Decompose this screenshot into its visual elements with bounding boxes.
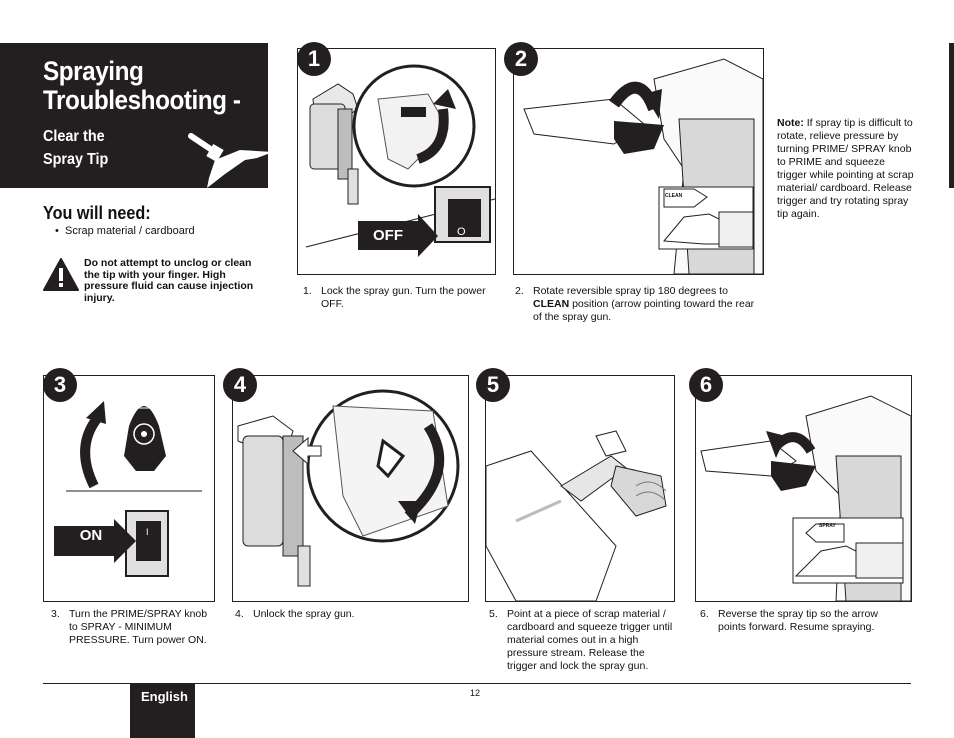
step-2-caption: 2. Rotate reversible spray tip 180 degre…	[515, 285, 755, 323]
spray-tip-illustration	[185, 130, 275, 190]
warning-text: Do not attempt to unclog or clean the ti…	[84, 257, 254, 304]
step-2-illustration	[513, 48, 764, 275]
step-6-number: 6	[689, 368, 723, 402]
step-3-illustration	[43, 375, 215, 602]
step-3-caption: 3. Turn the PRIME/SPRAY knob to SPRAY - …	[51, 608, 208, 646]
step-6-illustration	[695, 375, 912, 602]
step-6-caption: 6. Reverse the spray tip so the arrow po…	[700, 608, 878, 633]
switch-off-glyph: O	[457, 226, 466, 238]
needs-list-item: • Scrap material / cardboard	[55, 225, 195, 237]
page-subtitle: Clear the Spray Tip	[43, 128, 109, 168]
step-1-number: 1	[297, 42, 331, 76]
step-1-caption: 1. Lock the spray gun. Turn the power OF…	[303, 285, 486, 310]
step-2-number: 2	[504, 42, 538, 76]
power-on-label: ON	[79, 527, 103, 544]
needs-title: You will need:	[43, 203, 151, 223]
step-5-caption: 5. Point at a piece of scrap material / …	[489, 608, 673, 672]
step-5-illustration	[485, 375, 675, 602]
power-off-label: OFF	[373, 227, 403, 244]
step-4-caption: 4. Unlock the spray gun.	[235, 608, 355, 620]
page-number: 12	[470, 688, 481, 698]
tip-clean-label: CLEAN	[665, 193, 683, 199]
bullet: •	[55, 225, 59, 237]
switch-on-glyph: I	[146, 527, 149, 537]
side-tab-marker	[949, 43, 954, 188]
warning-icon	[43, 258, 79, 292]
step-5-number: 5	[476, 368, 510, 402]
footer-rule	[43, 683, 911, 684]
step-3-number: 3	[43, 368, 77, 402]
tip-spray-label: SPRAY	[819, 523, 836, 529]
note-text: Note: If spray tip is difficult to rotat…	[777, 117, 914, 220]
step-4-illustration	[232, 375, 469, 602]
page-title: Spraying Troubleshooting -	[43, 56, 241, 115]
step-4-number: 4	[223, 368, 257, 402]
step-1-illustration	[297, 48, 496, 275]
language-tab: English	[130, 684, 195, 738]
